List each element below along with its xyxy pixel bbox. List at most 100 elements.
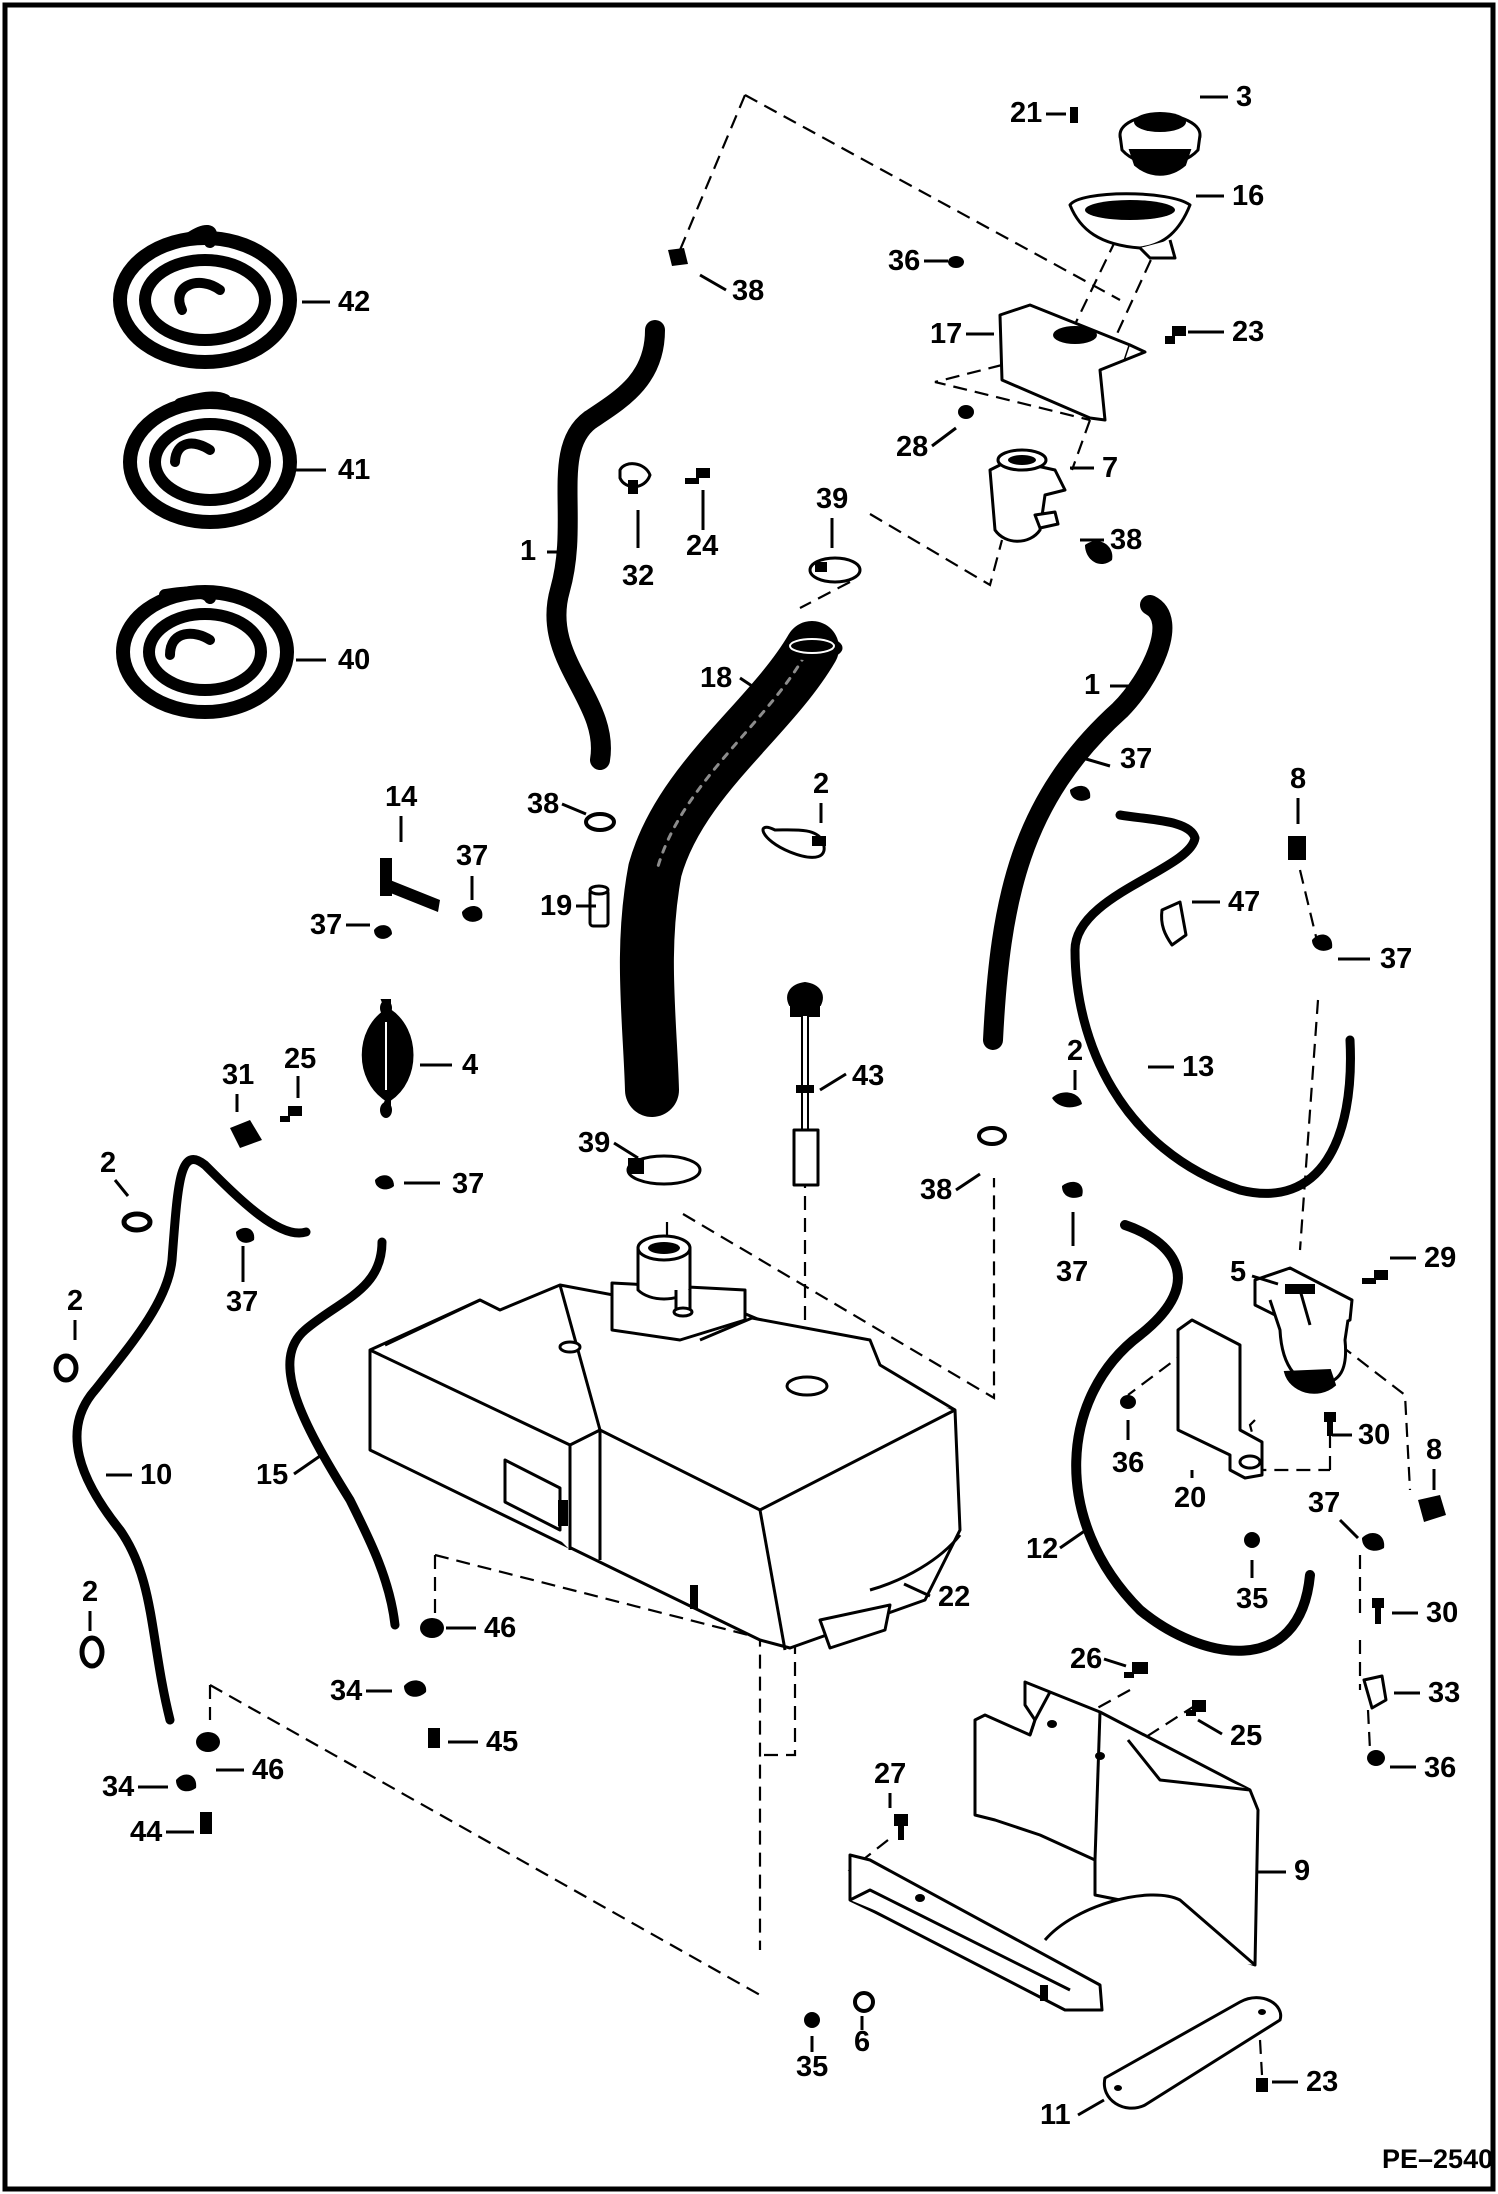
- callout-label-c1b: 1: [1084, 669, 1100, 701]
- fuel-hose-12: [1071, 1220, 1315, 1656]
- fuel-tank-22: [368, 1281, 962, 1651]
- callout-label-c4: 4: [462, 1049, 478, 1081]
- callout-label-c38c: 38: [527, 788, 559, 820]
- callout-label-c32: 32: [622, 560, 654, 592]
- callout-label-c19: 19: [540, 890, 572, 922]
- vent-hose-1-left: [546, 320, 665, 770]
- callout-label-c29: 29: [1424, 1242, 1456, 1274]
- leader-line-c38d: [955, 1172, 981, 1192]
- callout-label-c5: 5: [1230, 1256, 1246, 1288]
- leader-line-c15: [293, 1454, 321, 1476]
- callout-label-c46a: 46: [484, 1612, 516, 1644]
- leader-line-c43: [819, 1072, 847, 1092]
- callout-label-c25a: 25: [284, 1043, 316, 1075]
- filler-bracket-17: [998, 303, 1147, 422]
- callout-label-c37d: 37: [226, 1286, 258, 1318]
- leader-line-c5: [1251, 1274, 1279, 1286]
- tee-fitting-14: [380, 858, 440, 912]
- callout-label-c30b: 30: [1426, 1597, 1458, 1629]
- callout-label-c36b: 36: [1112, 1447, 1144, 1479]
- callout-label-c13: 13: [1182, 1051, 1214, 1083]
- callout-label-c37h: 37: [1308, 1487, 1340, 1519]
- leader-line-c11: [1077, 2098, 1105, 2117]
- callout-label-c17: 17: [930, 318, 962, 350]
- callout-label-c7: 7: [1102, 452, 1118, 484]
- leader-line-c38a: [699, 273, 727, 292]
- leader-line-c2c: [113, 1179, 130, 1197]
- fuel-hose-13: [1070, 810, 1355, 1198]
- leader-line-c28: [931, 426, 957, 448]
- callout-label-c12: 12: [1026, 1533, 1058, 1565]
- callout-label-c9: 9: [1294, 1855, 1310, 1887]
- leader-line-c12: [1059, 1528, 1087, 1550]
- callout-label-c30a: 30: [1358, 1419, 1390, 1451]
- drawing-reference: PE–2540: [1382, 2144, 1493, 2174]
- callout-label-c1a: 1: [520, 535, 536, 567]
- hardware: [53, 107, 1446, 2092]
- callout-label-c37e: 37: [1120, 743, 1152, 775]
- primer-bulb-4: [361, 999, 414, 1118]
- callout-label-c39a: 39: [816, 483, 848, 515]
- callout-label-c37a: 37: [456, 840, 488, 872]
- hose-coil-41: [123, 391, 297, 529]
- callout-label-c37b: 37: [310, 909, 342, 941]
- hose-stub-19: [588, 884, 610, 928]
- callout-label-c42: 42: [338, 286, 370, 318]
- heat-shield-9: [973, 1680, 1260, 1967]
- callout-label-c36c: 36: [1424, 1752, 1456, 1784]
- vent-hose-1-right: [983, 595, 1173, 1050]
- callout-label-c23b: 23: [1306, 2066, 1338, 2098]
- cover-plate-11: [1102, 1996, 1283, 2110]
- callout-label-c20: 20: [1174, 1482, 1206, 1514]
- callout-label-c37c: 37: [452, 1168, 484, 1200]
- callout-label-c16: 16: [1232, 180, 1264, 212]
- hose-coil-42: [113, 225, 297, 369]
- callout-label-c2c: 2: [100, 1147, 116, 1179]
- callout-label-c39b: 39: [578, 1127, 610, 1159]
- fuel-gauge-sender-43: [787, 981, 823, 1187]
- callout-label-c28: 28: [896, 431, 928, 463]
- callout-label-c2d: 2: [67, 1285, 83, 1317]
- leader-line-c39b: [613, 1141, 639, 1160]
- callout-label-c2a: 2: [813, 768, 829, 800]
- leader-line-c22: [903, 1582, 931, 1598]
- callout-label-c37f: 37: [1380, 943, 1412, 975]
- fuel-hose-15: [285, 1237, 400, 1630]
- leader-line-c37e: [1085, 757, 1111, 768]
- callout-label-c10: 10: [140, 1459, 172, 1491]
- callout-label-c40: 40: [338, 644, 370, 676]
- leader-line-c38c: [561, 802, 587, 816]
- callout-label-c38b: 38: [1110, 524, 1142, 556]
- leader-line-c26: [1103, 1657, 1127, 1668]
- callout-label-c31: 31: [222, 1059, 254, 1091]
- callout-label-c34a: 34: [330, 1675, 362, 1707]
- callout-label-c18: 18: [700, 662, 732, 694]
- filter-bracket-20: [1176, 1318, 1264, 1480]
- callout-label-c22: 22: [938, 1581, 970, 1613]
- callout-label-c21: 21: [1010, 97, 1042, 129]
- hose-clamp-2-large: [761, 825, 826, 859]
- callout-label-c26: 26: [1070, 1643, 1102, 1675]
- callout-label-c44: 44: [130, 1816, 162, 1848]
- filler-neck-hose-18: [619, 621, 843, 1117]
- callout-label-c36a: 36: [888, 245, 920, 277]
- callout-labels: 1122222345678891011121314151617181920212…: [67, 81, 1460, 2131]
- callout-label-c37g: 37: [1056, 1256, 1088, 1288]
- callout-label-c14: 14: [385, 781, 417, 813]
- callout-label-c47: 47: [1228, 886, 1260, 918]
- leader-line-c37h: [1338, 1518, 1360, 1540]
- mounting-plate-6: [848, 1853, 1256, 2012]
- hose-coil-40: [116, 585, 294, 719]
- callout-label-c45: 45: [486, 1726, 518, 1758]
- fuel-filter-5: [1253, 1266, 1354, 1394]
- fuel-hose-10: [72, 1155, 311, 1725]
- callout-label-c25b: 25: [1230, 1720, 1262, 1752]
- filler-neck-7: [988, 448, 1067, 543]
- callout-label-c8b: 8: [1426, 1434, 1442, 1466]
- callout-label-c35b: 35: [796, 2051, 828, 2083]
- callout-label-c38a: 38: [732, 275, 764, 307]
- callout-label-c15: 15: [256, 1459, 288, 1491]
- callout-label-c35a: 35: [1236, 1583, 1268, 1615]
